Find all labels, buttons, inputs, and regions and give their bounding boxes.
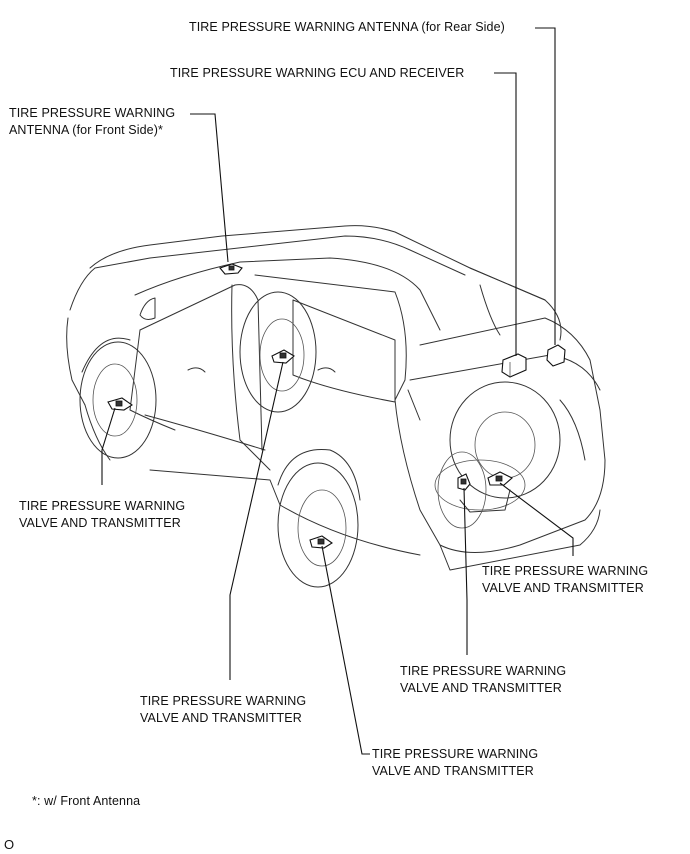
label-valve-front-right-line2: VALVE AND TRANSMITTER (140, 711, 302, 725)
label-valve-rear-left-line1: TIRE PRESSURE WARNING (372, 747, 539, 761)
figure-code: O (4, 837, 15, 852)
label-valve-spare-line1: TIRE PRESSURE WARNING (400, 664, 567, 678)
leader-valve-rear-right (463, 487, 468, 655)
valve-transmitter-rear-left (309, 535, 333, 549)
label-rear-antenna: TIRE PRESSURE WARNING ANTENNA (for Rear … (189, 20, 505, 34)
valve-transmitter-front-right (271, 349, 295, 364)
label-valve-spare: TIRE PRESSURE WARNING VALVE AND TRANSMIT… (400, 663, 566, 697)
leader-ecu-receiver (494, 72, 517, 356)
leader-lines (101, 27, 574, 755)
label-valve-front-left-line2: VALVE AND TRANSMITTER (19, 516, 181, 530)
label-valve-front-right-line1: TIRE PRESSURE WARNING (140, 694, 307, 708)
front-antenna-component (219, 263, 243, 275)
leader-rear-antenna (535, 27, 556, 345)
label-valve-front-left-line1: TIRE PRESSURE WARNING (19, 499, 186, 513)
vehicle-outline (66, 225, 606, 588)
label-valve-spare-line2: VALVE AND TRANSMITTER (400, 681, 562, 695)
leader-front-antenna (190, 113, 229, 263)
leader-valve-front-left (101, 407, 116, 485)
leader-valve-rear-left (321, 545, 370, 755)
leader-valve-front-right (229, 361, 284, 680)
label-valve-rear-right: TIRE PRESSURE WARNING VALVE AND TRANSMIT… (482, 563, 648, 597)
valve-transmitter-spare (487, 471, 513, 486)
ecu-receiver-component (501, 353, 527, 378)
label-ecu-receiver: TIRE PRESSURE WARNING ECU AND RECEIVER (170, 66, 465, 80)
label-valve-rear-right-line1: TIRE PRESSURE WARNING (482, 564, 649, 578)
label-front-antenna-line1: TIRE PRESSURE WARNING (9, 106, 176, 120)
label-valve-rear-right-line2: VALVE AND TRANSMITTER (482, 581, 644, 595)
label-valve-rear-left-line2: VALVE AND TRANSMITTER (372, 764, 534, 778)
label-front-antenna-line2: ANTENNA (for Front Side)* (9, 123, 163, 137)
valve-transmitter-rear-right (457, 473, 471, 491)
label-front-antenna: TIRE PRESSURE WARNING ANTENNA (for Front… (9, 105, 175, 139)
rear-antenna-component (546, 344, 566, 367)
footnote: *: w/ Front Antenna (32, 794, 141, 808)
label-valve-front-right: TIRE PRESSURE WARNING VALVE AND TRANSMIT… (140, 693, 306, 727)
leader-valve-spare (499, 482, 574, 556)
valve-transmitter-front-left (107, 397, 133, 411)
label-valve-front-left: TIRE PRESSURE WARNING VALVE AND TRANSMIT… (19, 498, 185, 532)
label-valve-rear-left: TIRE PRESSURE WARNING VALVE AND TRANSMIT… (372, 746, 538, 780)
